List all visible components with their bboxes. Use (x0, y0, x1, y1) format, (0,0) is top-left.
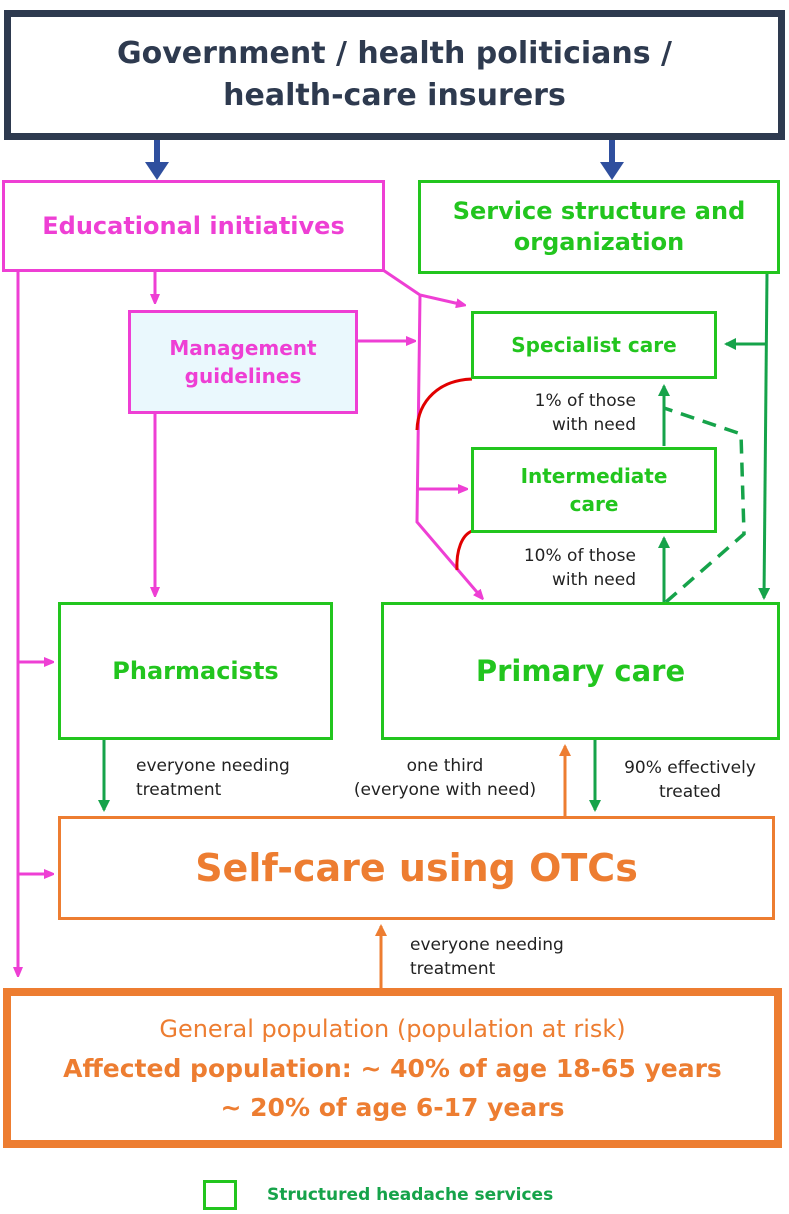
specialist-care-box: Specialist care (471, 311, 717, 379)
specialist-need-annotation: 1% of those with need (498, 389, 636, 437)
legend-swatch (203, 1180, 237, 1210)
pharmacists-annotation-line2: treatment (136, 780, 222, 800)
population-annotation: everyone needing treatment (410, 933, 564, 981)
specialist-referral-arc (415, 377, 473, 431)
intermediate-referral-arc (455, 529, 473, 571)
one-third-annotation: one third (everyone with need) (335, 754, 555, 802)
education-to-specialist-arrow (382, 268, 464, 305)
educational-initiatives-box: Educational initiatives (2, 180, 385, 272)
general-population-line1: General population (population at risk) (159, 1014, 626, 1043)
one-third-line2: (everyone with need) (353, 780, 537, 800)
legend-label: Structured headache services (267, 1185, 554, 1205)
intermediate-need-line2: with need (552, 570, 636, 590)
intermediate-care-line1: Intermediate (520, 464, 668, 488)
specialist-care-label: Specialist care (511, 333, 677, 357)
intermediate-care-line2: care (569, 492, 619, 516)
service-to-primary-arrow (758, 272, 771, 600)
educational-initiatives-label: Educational initiatives (42, 212, 345, 240)
education-to-primary-line (415, 294, 482, 598)
government-title-line2: health-care insurers (223, 78, 566, 113)
ninety-pct-line2: treated (658, 782, 722, 802)
one-third-line1: one third (406, 756, 484, 776)
management-guidelines-box: Management guidelines (128, 310, 358, 414)
general-population-line2: Affected population: ~ 40% of age 18-65 … (63, 1053, 722, 1083)
self-care-label: Self-care using OTCs (195, 846, 638, 890)
gov-to-education-arrow (145, 140, 169, 180)
pharmacists-label: Pharmacists (112, 657, 279, 685)
intermediate-need-annotation: 10% of those with need (490, 544, 636, 592)
pharmacists-annotation-line1: everyone needing (136, 756, 290, 776)
primary-care-box: Primary care (381, 602, 780, 740)
specialist-need-line1: 1% of those (534, 391, 636, 411)
management-guidelines-line2: guidelines (184, 364, 302, 388)
pharmacists-box: Pharmacists (58, 602, 333, 740)
government-title-line1: Government / health politicians / (116, 36, 672, 71)
gov-to-service-arrow (600, 140, 624, 180)
service-structure-box: Service structure and organization (418, 180, 780, 274)
government-box: Government / health politicians / health… (4, 10, 785, 140)
management-guidelines-line1: Management (169, 336, 317, 360)
population-annotation-line2: treatment (410, 959, 496, 979)
general-population-line3: ~ 20% of age 6-17 years (220, 1092, 565, 1122)
legend: Structured headache services (203, 1177, 553, 1213)
self-care-box: Self-care using OTCs (58, 816, 775, 920)
pharmacists-annotation: everyone needing treatment (136, 754, 290, 802)
population-annotation-line1: everyone needing (410, 935, 564, 955)
primary-to-specialist-dashed-line (663, 406, 746, 604)
ninety-pct-line1: 90% effectively (624, 758, 756, 778)
intermediate-need-line1: 10% of those (523, 546, 636, 566)
primary-care-label: Primary care (475, 654, 686, 688)
general-population-box: General population (population at risk) … (3, 988, 782, 1148)
service-structure-line2: organization (513, 228, 685, 256)
service-structure-line1: Service structure and (452, 197, 746, 225)
ninety-pct-annotation: 90% effectively treated (610, 756, 770, 804)
intermediate-care-box: Intermediate care (471, 447, 717, 533)
specialist-need-line2: with need (552, 415, 636, 435)
